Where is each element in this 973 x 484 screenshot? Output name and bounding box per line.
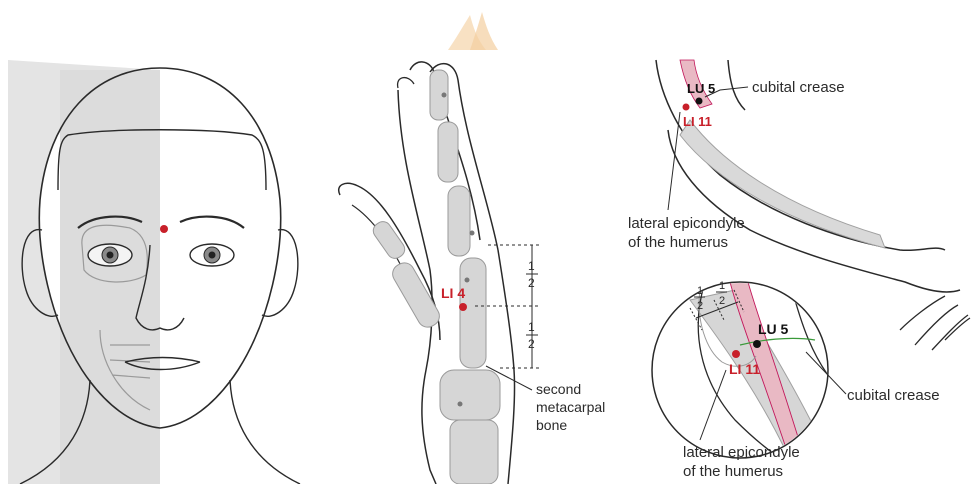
- bone-label-line2: metacarpal: [536, 399, 605, 415]
- face-acupoint-dot: [160, 225, 168, 233]
- inset-li11-dot: [732, 350, 740, 358]
- arm-epicondyle-line2: of the humerus: [628, 234, 728, 251]
- inset-epicondyle-line2: of the humerus: [683, 463, 783, 480]
- joint-dot-2: [470, 231, 475, 236]
- right-brow: [180, 217, 244, 228]
- inset-fraction-a-num: 1: [697, 285, 703, 297]
- hand-fraction-bottom-num: 1: [528, 320, 535, 334]
- flame-decoration: [448, 12, 498, 50]
- inset-fraction-a-den: 2: [697, 300, 703, 312]
- inset-lu5-label: LU 5: [758, 321, 789, 337]
- right-pupil: [209, 252, 216, 259]
- hand-fraction-top: 1 2: [526, 259, 538, 290]
- inset-li11-label: LI 11: [729, 361, 760, 377]
- arm-lu5-dot: [696, 98, 703, 105]
- arm-crease-label: cubital crease: [752, 79, 845, 96]
- arm-li11-label: LI 11: [683, 114, 712, 129]
- hand-fraction-top-num: 1: [528, 259, 535, 273]
- inset-panel: 1 2 1 2 LU 5 LI 11 cubital crease latera…: [652, 280, 940, 480]
- inset-lu5-dot: [753, 340, 761, 348]
- hand-fraction-top-den: 2: [528, 276, 535, 290]
- face-gray-panel: [60, 70, 160, 484]
- hand-bones: [370, 70, 500, 484]
- li4-label: LI 4: [441, 285, 465, 301]
- li4-acupoint-dot: [459, 303, 467, 311]
- inset-fraction-b-den: 2: [719, 295, 725, 307]
- arm-fingers: [900, 296, 970, 350]
- face-panel: [8, 60, 300, 484]
- finger-back: [398, 78, 414, 88]
- hand-fraction-bottom: 1 2: [526, 320, 538, 351]
- bone-label-line3: bone: [536, 417, 567, 433]
- left-pupil: [107, 252, 114, 259]
- joint-dot-1: [442, 93, 447, 98]
- inset-epicondyle-line1: lateral epicondyle: [683, 444, 800, 461]
- arm-epicondyle-line1: lateral epicondyle: [628, 215, 745, 232]
- hand-fraction-bottom-den: 2: [528, 337, 535, 351]
- bone-label-line1: second: [536, 381, 581, 397]
- joint-dot-4: [458, 402, 463, 407]
- joint-dot-3: [465, 278, 470, 283]
- arm-li11-dot: [683, 104, 690, 111]
- arm-outline-upper: [728, 60, 745, 110]
- hand-panel: LI 4 1 2 1 2 second metacarpal bone: [339, 62, 606, 484]
- inset-fraction-b-num: 1: [719, 280, 725, 292]
- inset-crease-label: cubital crease: [847, 387, 940, 404]
